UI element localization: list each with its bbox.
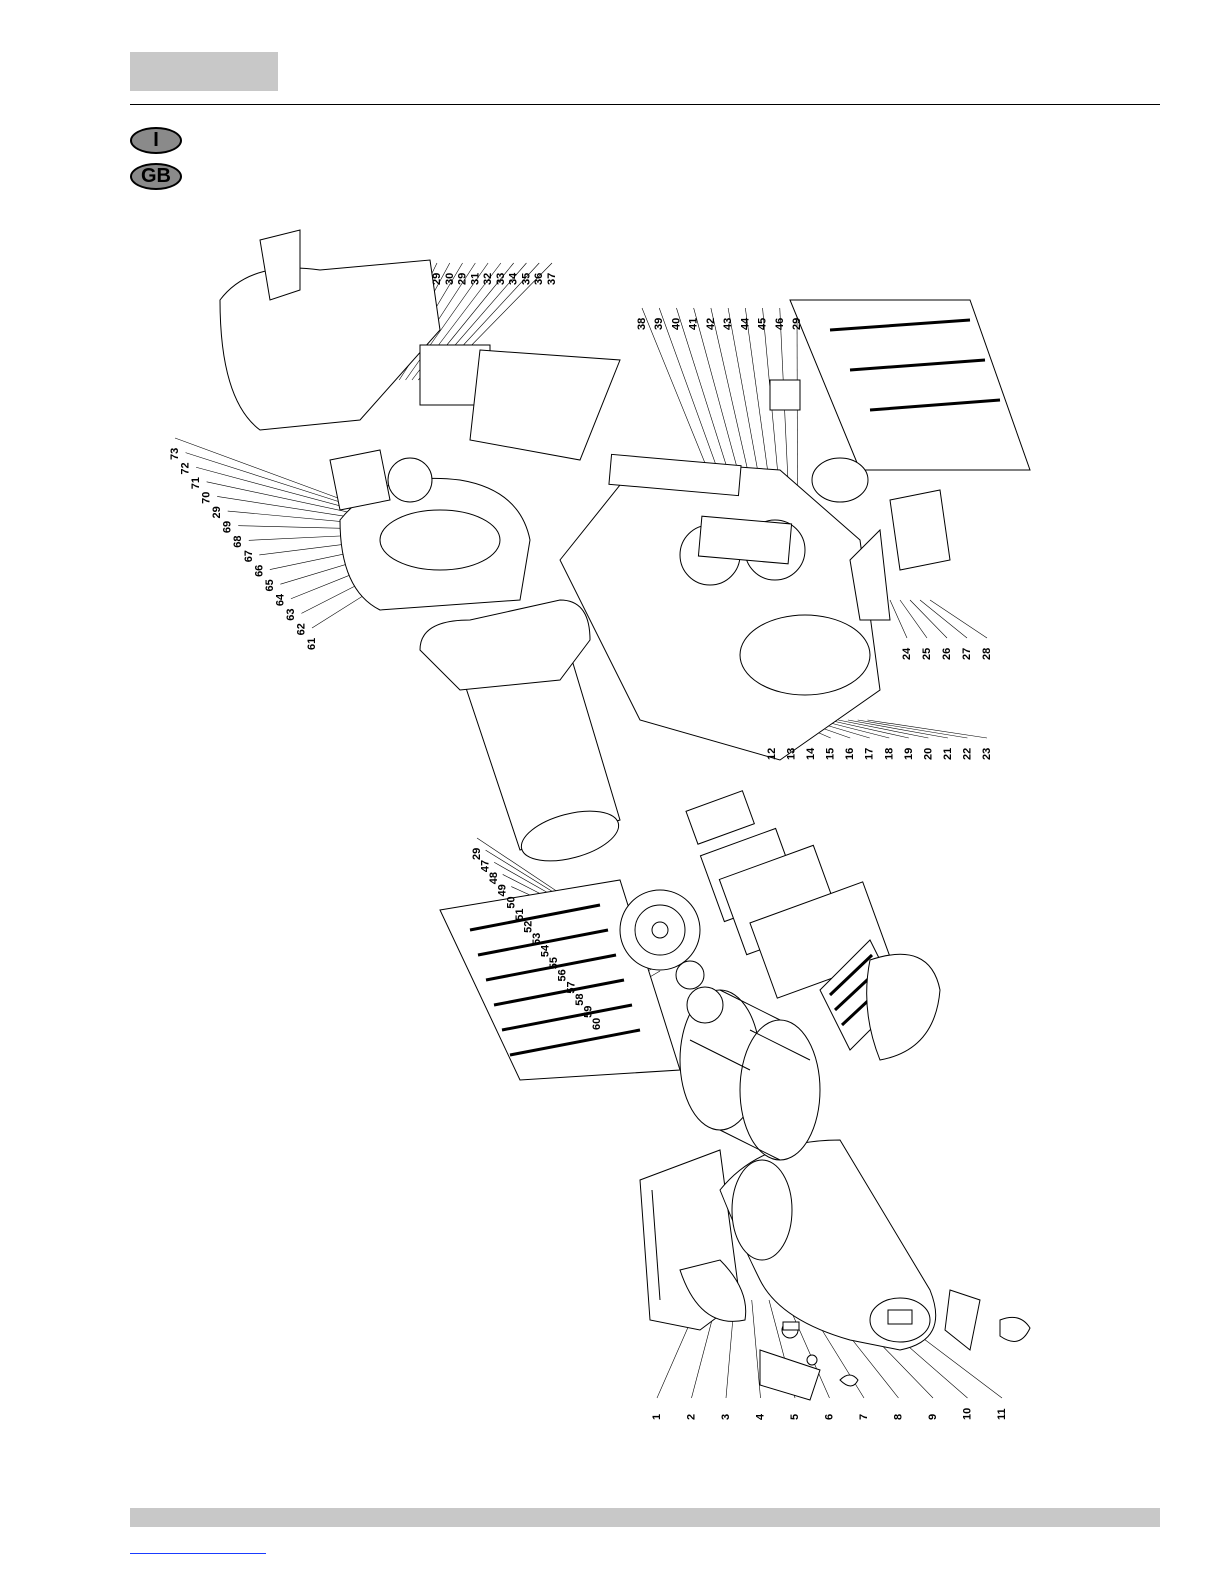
- part-label: 2: [686, 1414, 698, 1420]
- part-label: 49: [497, 884, 509, 896]
- part-label: 23: [981, 748, 993, 760]
- part-label: 44: [739, 317, 751, 330]
- part-label: 24: [901, 647, 913, 660]
- part-label: 27: [961, 648, 973, 660]
- part-label: 68: [232, 535, 244, 547]
- part-label: 29: [431, 273, 443, 285]
- part-label: 25: [921, 648, 933, 660]
- part-label: 8: [893, 1414, 905, 1420]
- part-label: 9: [927, 1414, 939, 1420]
- side-clips: [945, 1290, 1030, 1350]
- part-label: 30: [444, 273, 456, 285]
- motor-assembly: [420, 345, 620, 460]
- part-label: 63: [285, 609, 297, 621]
- part-label: 5: [789, 1414, 801, 1420]
- part-label: 56: [557, 969, 569, 981]
- part-label: 32: [482, 273, 494, 285]
- part-label: 66: [253, 565, 265, 577]
- part-label: 4: [755, 1413, 767, 1420]
- part-label: 28: [981, 648, 993, 660]
- part-label: 31: [469, 273, 481, 285]
- part-label: 6: [824, 1414, 836, 1420]
- part-label: 71: [190, 477, 202, 489]
- part-label: 52: [522, 921, 534, 933]
- part-label: 46: [774, 318, 786, 330]
- part-label: 19: [903, 748, 915, 760]
- leader-line: [910, 600, 947, 638]
- part-label: 29: [791, 318, 803, 330]
- leader-line: [752, 1300, 761, 1398]
- part-label: 1: [651, 1414, 663, 1420]
- part-label: 59: [582, 1006, 594, 1018]
- part-label: 18: [883, 748, 895, 760]
- part-label: 67: [243, 550, 255, 562]
- part-label: 51: [514, 908, 526, 920]
- leader-line: [920, 600, 967, 638]
- part-label: 3: [720, 1414, 732, 1420]
- part-label: 13: [786, 748, 798, 760]
- part-label: 70: [201, 492, 213, 504]
- leader-line: [890, 600, 907, 638]
- part-label: 69: [222, 521, 234, 533]
- part-label: 47: [480, 860, 492, 872]
- part-label: 16: [844, 748, 856, 760]
- leader-line: [900, 600, 927, 638]
- part-label: 40: [670, 318, 682, 330]
- part-label: 58: [574, 993, 586, 1005]
- part-label: 17: [864, 748, 876, 760]
- part-label: 10: [962, 1408, 974, 1420]
- part-label: 29: [211, 506, 223, 518]
- part-label: 42: [705, 318, 717, 330]
- part-label: 22: [961, 748, 973, 760]
- part-label: 65: [264, 579, 276, 591]
- part-label: 29: [471, 848, 483, 860]
- part-label: 61: [306, 638, 318, 650]
- part-label: 50: [505, 896, 517, 908]
- nozzle-assembly: [640, 1150, 746, 1330]
- part-label: 35: [520, 273, 532, 285]
- part-label: 57: [565, 981, 577, 993]
- part-label: 48: [488, 872, 500, 884]
- part-label: 39: [653, 318, 665, 330]
- part-label: 62: [295, 623, 307, 635]
- burner-body: [720, 1140, 936, 1350]
- leader-line: [858, 720, 968, 738]
- part-label: 36: [533, 273, 545, 285]
- leader-line: [930, 600, 987, 638]
- side-cover-panel: [770, 300, 1030, 502]
- leader-line: [838, 720, 928, 738]
- part-label: 43: [722, 318, 734, 330]
- part-label: 54: [540, 944, 552, 957]
- part-label: 14: [805, 747, 817, 760]
- part-label: 53: [531, 933, 543, 945]
- part-label: 7: [858, 1414, 870, 1420]
- main-tube: [420, 600, 624, 870]
- part-label: 37: [546, 273, 558, 285]
- part-label: 41: [688, 318, 700, 330]
- part-label: 64: [274, 593, 286, 606]
- part-label: 72: [180, 462, 192, 474]
- part-label: 33: [495, 273, 507, 285]
- footer-link-underline[interactable]: [130, 1553, 266, 1554]
- part-label: 38: [636, 318, 648, 330]
- part-label: 12: [766, 748, 778, 760]
- footer-bar: [130, 1508, 1160, 1527]
- part-label: 15: [825, 748, 837, 760]
- part-label: 29: [457, 273, 469, 285]
- part-label: 55: [548, 957, 560, 969]
- part-label: 21: [942, 748, 954, 760]
- part-label: 60: [591, 1018, 603, 1030]
- part-label: 34: [508, 272, 520, 285]
- leader-line: [868, 720, 988, 738]
- part-label: 20: [922, 748, 934, 760]
- part-label: 11: [996, 1408, 1008, 1420]
- part-label: 73: [169, 448, 181, 460]
- part-label: 45: [757, 318, 769, 330]
- part-label: 26: [941, 648, 953, 660]
